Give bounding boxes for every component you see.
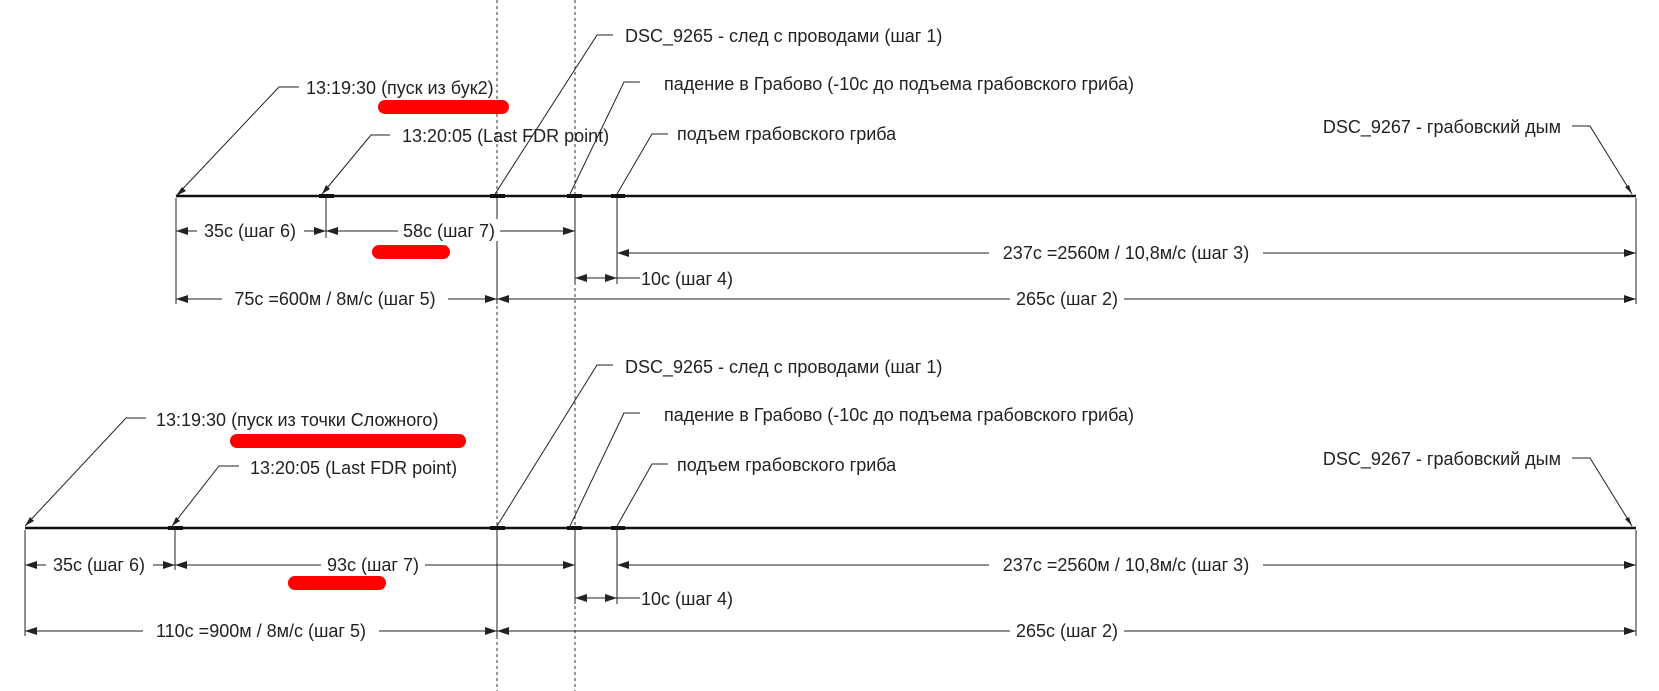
dim-label-step5: 75с =600м / 8м/с (шаг 5) [234,289,435,309]
dim-label-step7: 58с (шаг 7) [403,221,495,241]
callout-leaders [175,34,1633,197]
red-highlight [288,576,386,590]
timeline-1: 13:19:30 (пуск из бук2) 13:20:05 (Last F… [175,26,1637,309]
dim-label-step4: 10с (шаг 4) [641,589,733,609]
extension-lines [24,530,1637,636]
callout-last-fdr: 13:20:05 (Last FDR point) [250,458,457,478]
callout-fall-grabovo: падение в Грабово (-10с до подъема грабо… [664,74,1134,94]
callout-leaders [24,364,1633,527]
callout-rise-mushroom: подъем грабовского гриба [677,124,897,144]
callout-dsc-9267: DSC_9267 - грабовский дым [1323,449,1561,470]
callout-rise-mushroom: подъем грабовского гриба [677,455,897,475]
callout-last-fdr: 13:20:05 (Last FDR point) [402,126,609,146]
dim-label-step5: 110с =900м / 8м/с (шаг 5) [156,621,366,641]
dim-label-step4: 10с (шаг 4) [641,269,733,289]
dim-label-step2: 265с (шаг 2) [1016,289,1118,309]
dim-label-step3: 237с =2560м / 10,8м/с (шаг 3) [1003,243,1249,263]
red-highlight [230,434,466,448]
dim-label-step7: 93с (шаг 7) [327,555,419,575]
red-highlight [372,245,450,259]
callout-dsc-9265: DSC_9265 - след с проводами (шаг 1) [625,357,942,378]
callout-dsc-9265: DSC_9265 - след с проводами (шаг 1) [625,26,942,47]
dim-label-step2: 265с (шаг 2) [1016,621,1118,641]
timeline-2: 13:19:30 (пуск из точки Сложного) 13:20:… [24,357,1637,641]
callout-dsc-9267: DSC_9267 - грабовский дым [1323,117,1561,138]
dim-label-step6: 35с (шаг 6) [204,221,296,241]
dim-label-step3: 237с =2560м / 10,8м/с (шаг 3) [1003,555,1249,575]
callout-fall-grabovo: падение в Грабово (-10с до подъема грабо… [664,405,1134,425]
callout-start-time: 13:19:30 (пуск из точки Сложного) [156,410,438,430]
dim-label-step6: 35с (шаг 6) [53,555,145,575]
callout-start-time: 13:19:30 (пуск из бук2) [306,78,494,98]
red-highlight [378,100,509,114]
